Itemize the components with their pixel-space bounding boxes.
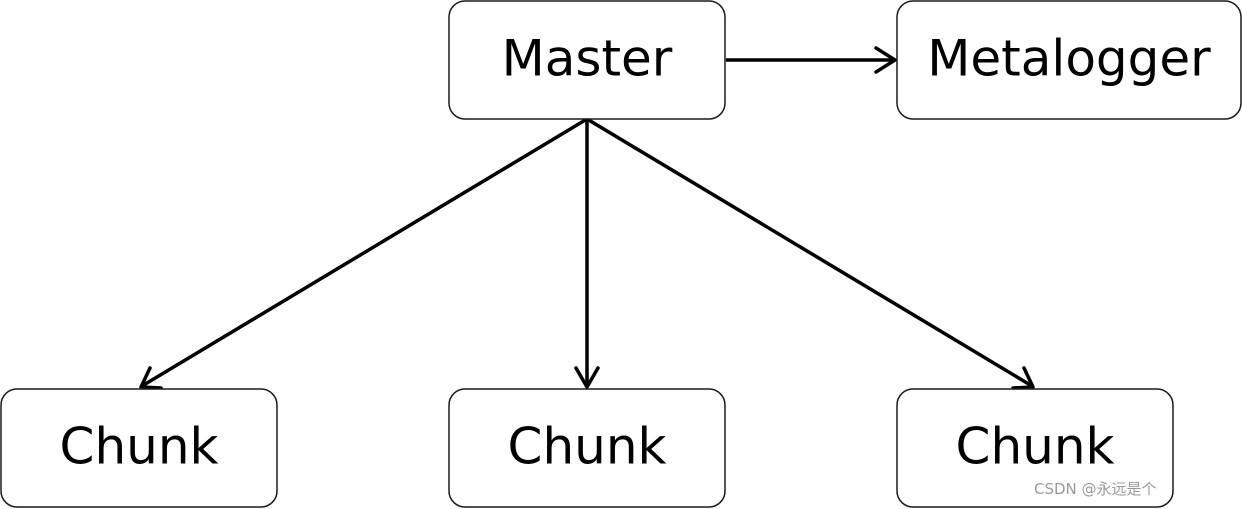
arrowhead-chunk-1 bbox=[139, 366, 163, 390]
watermark-text: CSDN @永远是个 bbox=[1034, 480, 1157, 498]
metalogger-label: Metalogger bbox=[927, 30, 1211, 88]
master-label: Master bbox=[502, 30, 673, 88]
chunk-node-3: Chunk bbox=[896, 388, 1174, 508]
arrowhead-metalogger bbox=[874, 46, 897, 74]
chunk-node-1: Chunk bbox=[0, 388, 278, 508]
chunk-label-3: Chunk bbox=[956, 418, 1115, 476]
chunk-node-2: Chunk bbox=[448, 388, 726, 508]
edge-master-chunk-3 bbox=[586, 117, 1033, 388]
metalogger-node: Metalogger bbox=[896, 0, 1242, 120]
master-node: Master bbox=[448, 0, 726, 120]
arrowhead-chunk-2 bbox=[574, 366, 600, 389]
chunk-label-2: Chunk bbox=[508, 418, 667, 476]
edge-master-chunk-1 bbox=[141, 117, 588, 388]
chunk-label-1: Chunk bbox=[60, 418, 219, 476]
arrowhead-chunk-3 bbox=[1011, 366, 1035, 390]
